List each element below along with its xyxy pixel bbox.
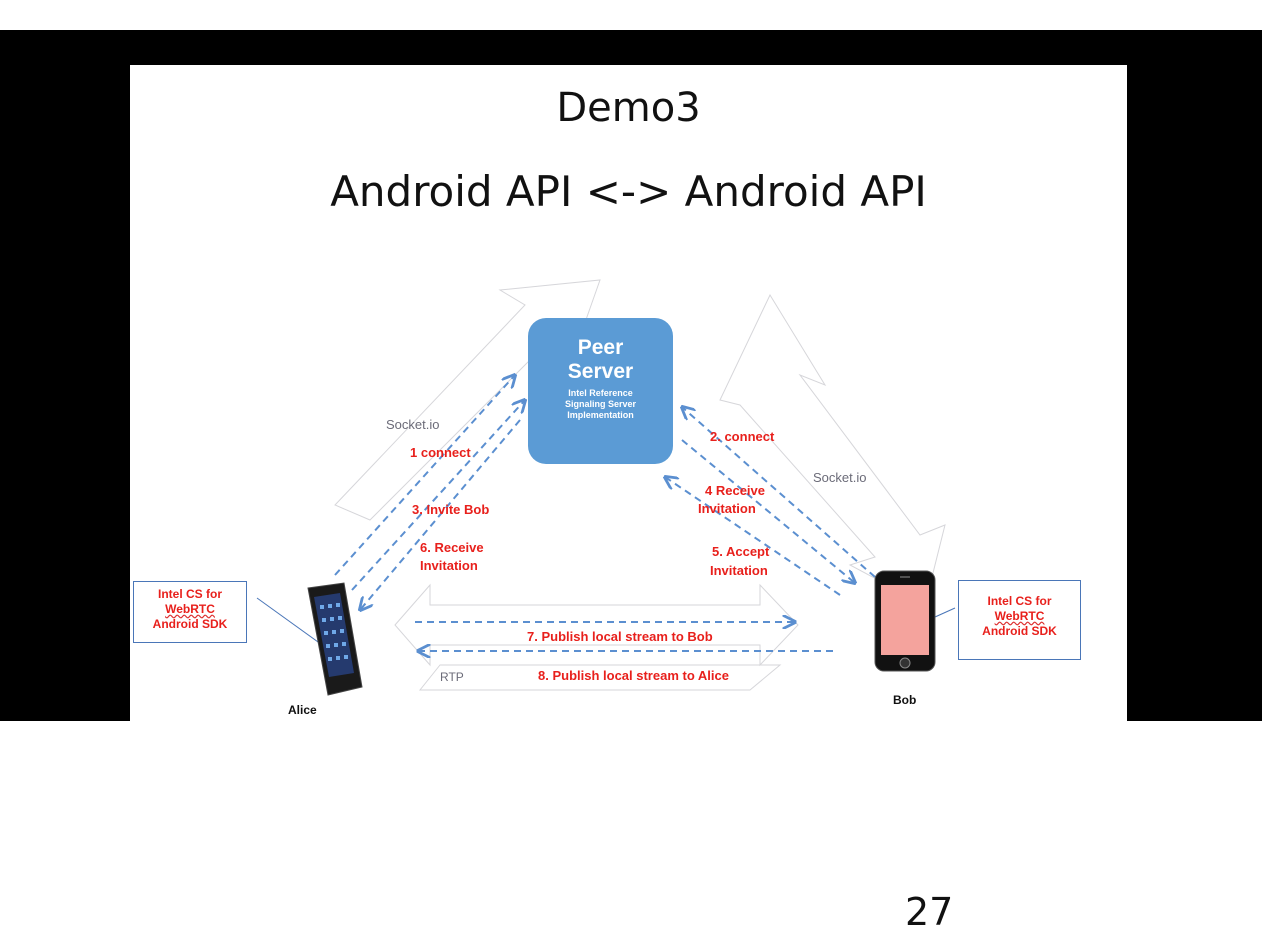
- sdk-right-line2: WebRTC: [994, 609, 1045, 623]
- slide-title: Demo3: [556, 85, 701, 131]
- rtp-label: RTP: [440, 670, 464, 684]
- step-7-label: 7. Publish local stream to Bob: [527, 629, 713, 644]
- step-5-label-a: 5. Accept: [712, 544, 770, 559]
- step-5-label-b: Invitation: [710, 563, 768, 578]
- step-3-label: 3. Invite Bob: [412, 502, 490, 517]
- step-4-label-b: Invitation: [698, 501, 756, 516]
- arrow-3-invite: [351, 400, 525, 591]
- step-8-label: 8. Publish local stream to Alice: [538, 668, 729, 683]
- server-sub-line2: Signaling Server: [564, 399, 637, 409]
- step-2-label: 2. connect: [710, 429, 775, 444]
- alice-label: Alice: [288, 703, 317, 717]
- socket-io-right-label: Socket.io: [813, 470, 867, 485]
- alice-phone-icon: [307, 582, 363, 696]
- peer-server-node: Peer Server Intel Reference Signaling Se…: [528, 318, 673, 464]
- bob-label: Bob: [893, 693, 917, 707]
- arrow-4-receive: [681, 439, 855, 583]
- slide: Demo3 Android API <-> Android API: [130, 65, 1127, 743]
- sdk-box-left: Intel CS for WebRTC Android SDK: [133, 581, 247, 643]
- arrow-2-connect: [682, 407, 876, 578]
- slide-subtitle: Android API <-> Android API: [330, 167, 927, 216]
- server-name-line1: Peer: [577, 336, 624, 359]
- diagram-canvas: [256, 279, 956, 696]
- server-sub-line3: Implementation: [567, 410, 634, 420]
- step-6-label-b: Invitation: [420, 558, 478, 573]
- slide-frame: Demo3 Android API <-> Android API: [0, 30, 1262, 743]
- sdk-right-line3: Android SDK: [982, 624, 1057, 638]
- socket-io-left-label: Socket.io: [386, 417, 440, 432]
- arrow-1-connect: [334, 375, 515, 576]
- signaling-arrows: [334, 375, 876, 651]
- bob-phone-icon: [874, 570, 936, 672]
- sdk-left-line2: WebRTC: [165, 602, 215, 616]
- sdk-right-line1: Intel CS for: [987, 594, 1052, 608]
- arrow-6-receive: [360, 419, 521, 610]
- step-6-label-a: 6. Receive: [420, 540, 484, 555]
- sdk-left-line1: Intel CS for: [157, 587, 222, 601]
- sdk-box-right: Intel CS for WebRTC Android SDK: [958, 580, 1081, 660]
- sdk-left-line3: Android SDK: [152, 617, 228, 631]
- server-name-line2: Server: [567, 360, 634, 383]
- page-number: 27: [905, 890, 954, 934]
- step-1-label: 1 connect: [410, 445, 471, 460]
- server-sub-line1: Intel Reference: [568, 388, 633, 398]
- step-4-label-a: 4 Receive: [705, 483, 765, 498]
